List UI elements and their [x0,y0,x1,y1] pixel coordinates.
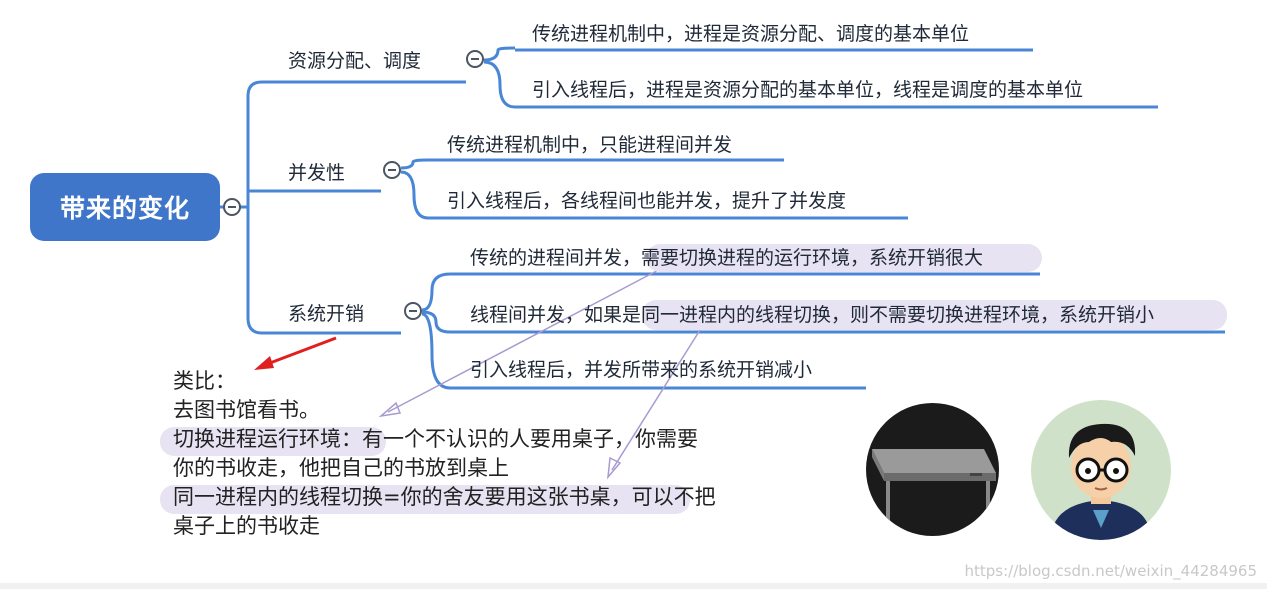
pointer-line-1 [387,264,669,413]
note-line-4: 你的书收走，他把自己的书放到桌上 [173,456,509,480]
annotation-arrow-head [254,356,274,370]
pointer-head-1 [378,401,402,418]
desk-icon [872,449,996,521]
leaf-3-2[interactable]: 线程间并发，如果是同一进程内的线程切换，则不需要切换进程环境，系统开销小 [470,303,1154,327]
branch-resource-allocation[interactable]: 资源分配、调度 [288,49,421,73]
leaf-2-1-label: 传统进程机制中，只能进程间并发 [447,134,733,156]
leaf-3-3[interactable]: 引入线程后，并发所带来的系统开销减小 [470,358,812,382]
note-line-6: 桌子上的书收走 [173,514,320,538]
note-line-2: 去图书馆看书。 [173,398,320,422]
highlight-note-line-5 [160,485,690,514]
desk-illustration [866,403,999,536]
pointer-line-2 [611,329,701,471]
branch-1-leaf-curve-2 [483,60,516,109]
leaf-3-1[interactable]: 传统的进程间并发，需要切换进程的运行环境，系统开销很大 [470,246,983,270]
pointer-head-2 [607,456,622,480]
annotation-arrow-line [261,336,337,368]
highlight-note-line-3 [160,427,386,456]
note-line-1: 类比： [173,369,236,393]
branch-3-leaf-curve-1 [421,272,451,312]
leaf-1-1[interactable]: 传统进程机制中，进程是资源分配、调度的基本单位 [532,22,969,46]
watermark: https://blog.csdn.net/weixin_44284965 [964,562,1257,580]
root-node-label: 带来的变化 [59,194,190,223]
branch-3-leaf-curve-2 [421,310,451,334]
leaf-3-3-label: 引入线程后，并发所带来的系统开销减小 [470,359,813,381]
leaf-2-2[interactable]: 引入线程后，各线程间也能并发，提升了并发度 [447,189,846,213]
branch-2-collapse-button[interactable] [383,161,401,179]
leaf-3-1-label: 传统的进程间并发，需要切换进程的运行环境，系统开销很大 [470,247,984,269]
branch-2-label: 并发性 [288,162,346,184]
branch-2-leaf-curve-2 [400,170,429,220]
student-icon [1051,423,1151,540]
bottom-bar [0,583,1267,589]
analogy-note: 类比： 去图书馆看书。 切换进程运行环境：有一个不认识的人要用桌子，你需要 你的… [173,367,716,541]
branch-1-leaf-curve-1 [483,46,516,62]
leaf-2-1[interactable]: 传统进程机制中，只能进程间并发 [447,133,732,157]
highlight-leaf-3-2 [642,300,1227,330]
leaf-2-2-label: 引入线程后，各线程间也能并发，提升了并发度 [447,190,847,212]
branch-2-leaf-curve-1 [400,158,429,170]
leaf-3-2-label: 线程间并发，如果是同一进程内的线程切换，则不需要切换进程环境，系统开销小 [470,304,1155,326]
branch-1-collapse-button[interactable] [466,50,484,68]
branch-3-leaf-curve-3 [421,312,451,390]
root-node[interactable]: 带来的变化 [30,173,220,241]
note-line-3: 切换进程运行环境：有一个不认识的人要用桌子，你需要 [173,427,698,451]
leaf-1-2[interactable]: 引入线程后，进程是资源分配的基本单位，线程是调度的基本单位 [532,78,1083,102]
root-spine [246,80,263,335]
note-line-5: 同一进程内的线程切换=你的舍友要用这张书桌，可以不把 [173,485,716,509]
leaf-1-2-label: 引入线程后，进程是资源分配的基本单位，线程是调度的基本单位 [532,79,1084,101]
leaf-1-1-label: 传统进程机制中，进程是资源分配、调度的基本单位 [532,23,970,45]
root-collapse-button[interactable] [223,198,241,216]
branch-system-overhead[interactable]: 系统开销 [288,302,364,326]
branch-3-label: 系统开销 [288,303,365,325]
branch-3-collapse-button[interactable] [404,302,422,320]
branch-1-label: 资源分配、调度 [288,50,422,72]
highlight-leaf-3-1 [646,244,1042,272]
branch-concurrency[interactable]: 并发性 [288,161,345,185]
student-avatar [1031,400,1171,540]
